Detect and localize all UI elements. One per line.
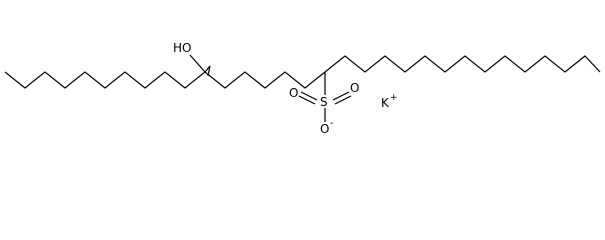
potassium-charge: + xyxy=(390,93,398,103)
sulfur-oxygen-double-bond-left-1 xyxy=(300,91,318,101)
oxygen-label-left: O xyxy=(289,86,298,100)
oxide-charge: - xyxy=(330,118,334,129)
carbon-backbone-to-sulfonate xyxy=(204,71,326,89)
sulfur-label: S xyxy=(320,95,328,109)
sulfur-oxygen-double-bond-right-1 xyxy=(332,91,350,101)
right-alkyl-chain xyxy=(324,55,601,73)
structure-canvas: HO S O O O - K + xyxy=(4,41,601,136)
molecule-drawing: HO S O O O - K + xyxy=(4,41,601,136)
potassium-label: K xyxy=(381,96,390,110)
oxide-oxygen-label: O xyxy=(320,122,329,136)
sulfur-oxygen-double-bond-left-2 xyxy=(298,95,316,105)
left-alkyl-chain xyxy=(4,65,211,89)
sulfur-oxygen-double-bond-right-2 xyxy=(334,95,352,105)
oxygen-label-right: O xyxy=(350,81,359,95)
hydroxyl-label: HO xyxy=(173,41,191,55)
hydroxyl-bond xyxy=(189,54,206,73)
